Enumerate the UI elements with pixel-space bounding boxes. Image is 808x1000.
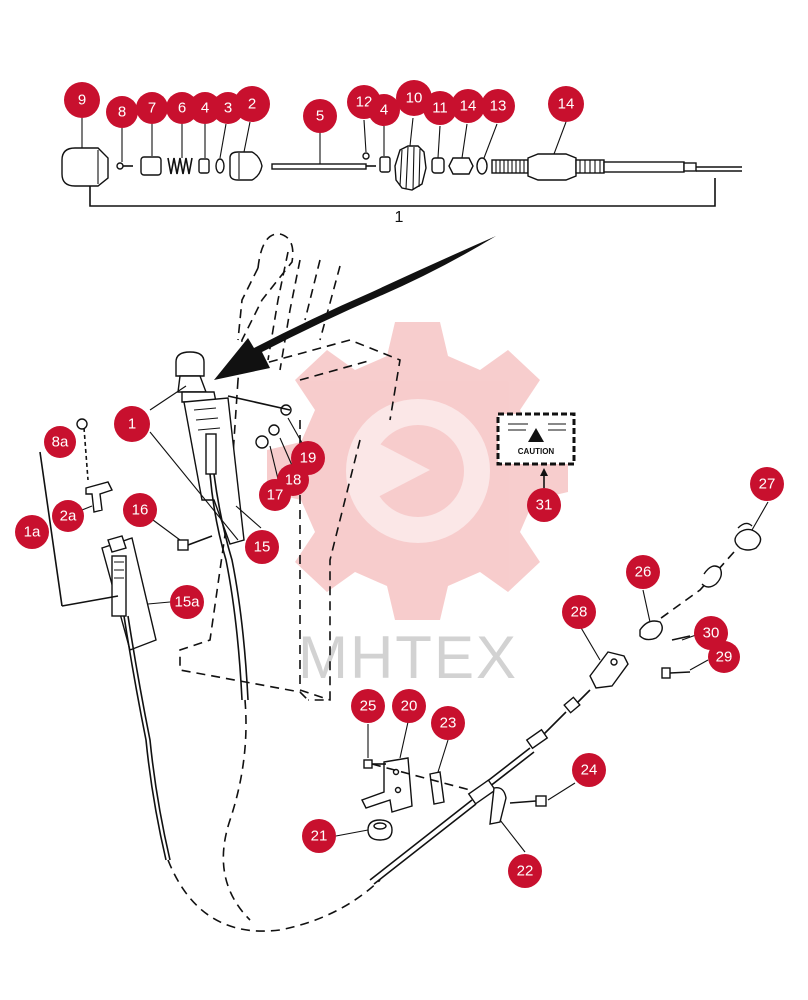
- callout-4a[interactable]: 4: [189, 92, 221, 124]
- svg-text:2: 2: [248, 96, 256, 113]
- assembly-label: 1: [395, 209, 404, 226]
- svg-text:19: 19: [300, 450, 317, 467]
- svg-text:23: 23: [440, 715, 457, 732]
- svg-text:21: 21: [311, 828, 328, 845]
- callout-30[interactable]: 30: [694, 616, 728, 650]
- callout-26[interactable]: 26: [626, 555, 660, 589]
- svg-text:29: 29: [716, 649, 733, 666]
- svg-text:17: 17: [267, 487, 284, 504]
- callout-20[interactable]: 20: [392, 689, 426, 723]
- callout-21[interactable]: 21: [302, 819, 336, 853]
- caution-decal: [496, 412, 576, 466]
- svg-text:8: 8: [118, 104, 126, 121]
- svg-text:20: 20: [401, 698, 418, 715]
- svg-text:16: 16: [132, 502, 149, 519]
- callout-29[interactable]: 29: [708, 641, 740, 673]
- callout-4b[interactable]: 4: [368, 94, 400, 126]
- svg-text:2a: 2a: [60, 508, 77, 525]
- callout-2a[interactable]: 2a: [52, 500, 84, 532]
- callout-23[interactable]: 23: [431, 706, 465, 740]
- svg-text:10: 10: [406, 90, 423, 107]
- callout-22[interactable]: 22: [508, 854, 542, 888]
- svg-text:4: 4: [201, 100, 209, 117]
- callout-14b[interactable]: 14: [548, 86, 584, 122]
- exploded-cable-assembly: [61, 145, 742, 207]
- svg-text:15a: 15a: [174, 594, 200, 611]
- callout-15[interactable]: 15: [245, 530, 279, 564]
- svg-text:1: 1: [128, 416, 136, 433]
- hardware-17-18-19: [227, 395, 292, 449]
- callout-8[interactable]: 8: [106, 96, 138, 128]
- secondary-control-15a: [39, 418, 381, 932]
- svg-text:14: 14: [558, 96, 575, 113]
- svg-text:12: 12: [356, 94, 373, 111]
- callout-6[interactable]: 6: [166, 92, 198, 124]
- callout-2[interactable]: 2: [234, 86, 270, 122]
- callout-9[interactable]: 9: [64, 82, 100, 118]
- svg-text:25: 25: [360, 698, 377, 715]
- callout-10[interactable]: 10: [396, 80, 432, 116]
- callout-7[interactable]: 7: [136, 92, 168, 124]
- callout-8a[interactable]: 8a: [44, 426, 76, 458]
- callout-25[interactable]: 25: [351, 689, 385, 723]
- callout-1a-assy[interactable]: 1a: [15, 515, 49, 549]
- svg-text:3: 3: [224, 100, 232, 117]
- svg-text:7: 7: [148, 100, 156, 117]
- callout-11[interactable]: 11: [423, 91, 457, 125]
- svg-text:28: 28: [571, 604, 588, 621]
- svg-text:26: 26: [635, 564, 652, 581]
- svg-text:6: 6: [178, 100, 186, 117]
- watermark-gear-logo: [267, 322, 568, 620]
- svg-text:4: 4: [380, 102, 388, 119]
- callout-1a[interactable]: 1: [114, 406, 150, 442]
- svg-text:15: 15: [254, 539, 271, 556]
- callout-27[interactable]: 27: [750, 467, 784, 501]
- svg-text:30: 30: [703, 625, 720, 642]
- svg-text:18: 18: [285, 472, 302, 489]
- svg-text:8a: 8a: [52, 434, 69, 451]
- callout-14a[interactable]: 14: [451, 89, 485, 123]
- caution-label: CAUTION: [518, 447, 555, 456]
- svg-text:27: 27: [759, 476, 776, 493]
- callout-17[interactable]: 17: [259, 479, 291, 511]
- svg-text:1a: 1a: [24, 524, 41, 541]
- svg-text:14: 14: [460, 98, 477, 115]
- callout-15a[interactable]: 15a: [170, 585, 204, 619]
- svg-text:22: 22: [517, 863, 534, 880]
- callout-28[interactable]: 28: [562, 595, 596, 629]
- svg-text:9: 9: [78, 92, 86, 109]
- svg-text:13: 13: [490, 98, 507, 115]
- svg-text:11: 11: [432, 100, 448, 117]
- svg-text:31: 31: [536, 497, 553, 514]
- callout-13[interactable]: 13: [481, 89, 515, 123]
- callout-31[interactable]: 31: [527, 488, 561, 522]
- watermark-text: MHTEX: [298, 624, 518, 691]
- direction-arrow: [214, 236, 496, 380]
- svg-text:24: 24: [581, 762, 598, 779]
- callout-16[interactable]: 16: [123, 493, 157, 527]
- callout-24[interactable]: 24: [572, 753, 606, 787]
- bolt-16: [177, 535, 213, 551]
- main-cable-control: [175, 351, 251, 921]
- callout-5[interactable]: 5: [303, 99, 337, 133]
- svg-text:5: 5: [316, 108, 324, 125]
